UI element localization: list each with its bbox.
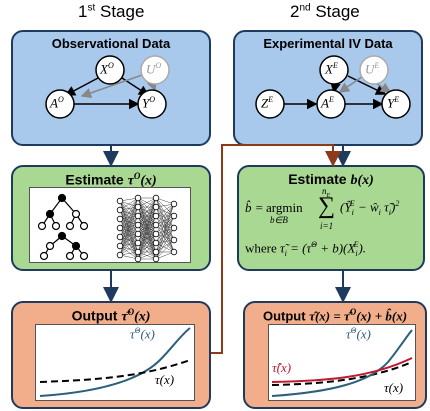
right-tau-hat-curve <box>271 357 413 383</box>
left-tau-hat-o-curve <box>39 327 191 397</box>
sum-symbol: ∑ <box>318 193 336 219</box>
argmin-operator: argmin <box>266 200 303 215</box>
left-label-tau-hat-o: τ̂O(x) <box>130 326 155 342</box>
estimate-b-box: Estimate b(x) <box>237 165 425 271</box>
sum-top: nE <box>322 186 331 199</box>
obs-node-u: UO <box>146 61 162 77</box>
nn-neuron <box>170 224 178 232</box>
first-stage-title: 1st Stage <box>78 2 145 21</box>
observational-data-title: Observational Data <box>51 36 171 51</box>
right-label-tau-hat-o: τ̂O(x) <box>346 326 371 342</box>
experimental-iv-data-title: Experimental IV Data <box>263 36 393 51</box>
output-left-title: Output τ̂O(x) <box>71 307 151 325</box>
experimental-iv-data-box: Experimental IV Data <box>233 30 423 146</box>
estimate-b-title: Estimate b(x) <box>288 171 374 188</box>
nn-neuron <box>170 200 178 208</box>
exp-node-u: UE <box>365 61 380 77</box>
nn-neuron <box>134 230 142 238</box>
nn-neuron <box>170 212 178 220</box>
nn-neuron <box>152 255 160 263</box>
nn-neuron <box>116 206 124 214</box>
nn-neuron <box>152 221 160 229</box>
second-stage-title: 2nd Stage <box>290 2 360 21</box>
nn-neuron <box>170 248 178 256</box>
nn-neuron <box>152 239 160 247</box>
bhat-formula: b̂ = <box>245 200 264 215</box>
nn-neuron <box>134 203 142 211</box>
left-output-curves <box>39 327 191 397</box>
obs-node-y: YO <box>142 95 156 111</box>
estimate-tau-title: Estimate τO(x) <box>65 171 157 189</box>
left-tau-curve <box>39 359 191 383</box>
nn-neuron <box>134 221 142 229</box>
nn-neuron <box>152 248 160 256</box>
left-label-tau: τ(x) <box>155 372 175 387</box>
exp-node-z: ZE <box>261 95 274 111</box>
nn-neuron <box>116 215 124 223</box>
nn-neuron <box>134 194 142 202</box>
nn-neuron <box>152 212 160 220</box>
output-right-title: Output τ̂(x) = τ̂O(x) + b̂(x) <box>262 307 408 324</box>
observational-dag <box>45 55 170 119</box>
nn-neuron <box>170 236 178 244</box>
right-label-tau: τ(x) <box>384 380 404 395</box>
sum-bottom: i=1 <box>320 221 334 231</box>
right-tau-hat-o-curve <box>271 329 413 397</box>
right-label-tau-hat: τ̂(x) <box>272 360 292 375</box>
exp-node-x: XE <box>325 61 338 77</box>
nn-neuron <box>152 203 160 211</box>
left-output-plot <box>35 324 195 401</box>
nn-neuron <box>116 224 124 232</box>
decision-tree-icon <box>37 193 89 261</box>
nn-neuron <box>134 255 142 263</box>
nn-neuron <box>134 212 142 220</box>
right-output-curves <box>271 329 413 397</box>
nn-neuron <box>152 194 160 202</box>
nn-neuron <box>116 251 124 259</box>
exp-node-a: AE <box>321 95 334 111</box>
nn-neuron <box>116 197 124 205</box>
right-output-plot <box>268 324 416 401</box>
nn-neuron <box>134 239 142 247</box>
experimental-dag <box>255 55 411 119</box>
obs-node-a: AO <box>50 95 64 111</box>
nn-neuron <box>116 233 124 241</box>
left-output-to-estimate-b-connector <box>211 144 341 354</box>
where-clause: where τ̃i = (τ̂O + b)(XiE). <box>245 240 367 258</box>
exp-node-y: YE <box>387 95 400 111</box>
argmin-subscript: b∈B <box>270 215 288 225</box>
obs-node-x: XO <box>100 61 114 77</box>
loss-term: (ỸiE − ŵi τ̃i)2 <box>340 199 400 217</box>
nn-neuron <box>152 230 160 238</box>
nn-neuron <box>116 242 124 250</box>
right-tau-curve <box>271 361 413 386</box>
nn-neuron <box>134 248 142 256</box>
observational-data-box: Observational Data <box>11 30 211 146</box>
neural-network-icon <box>116 194 178 263</box>
